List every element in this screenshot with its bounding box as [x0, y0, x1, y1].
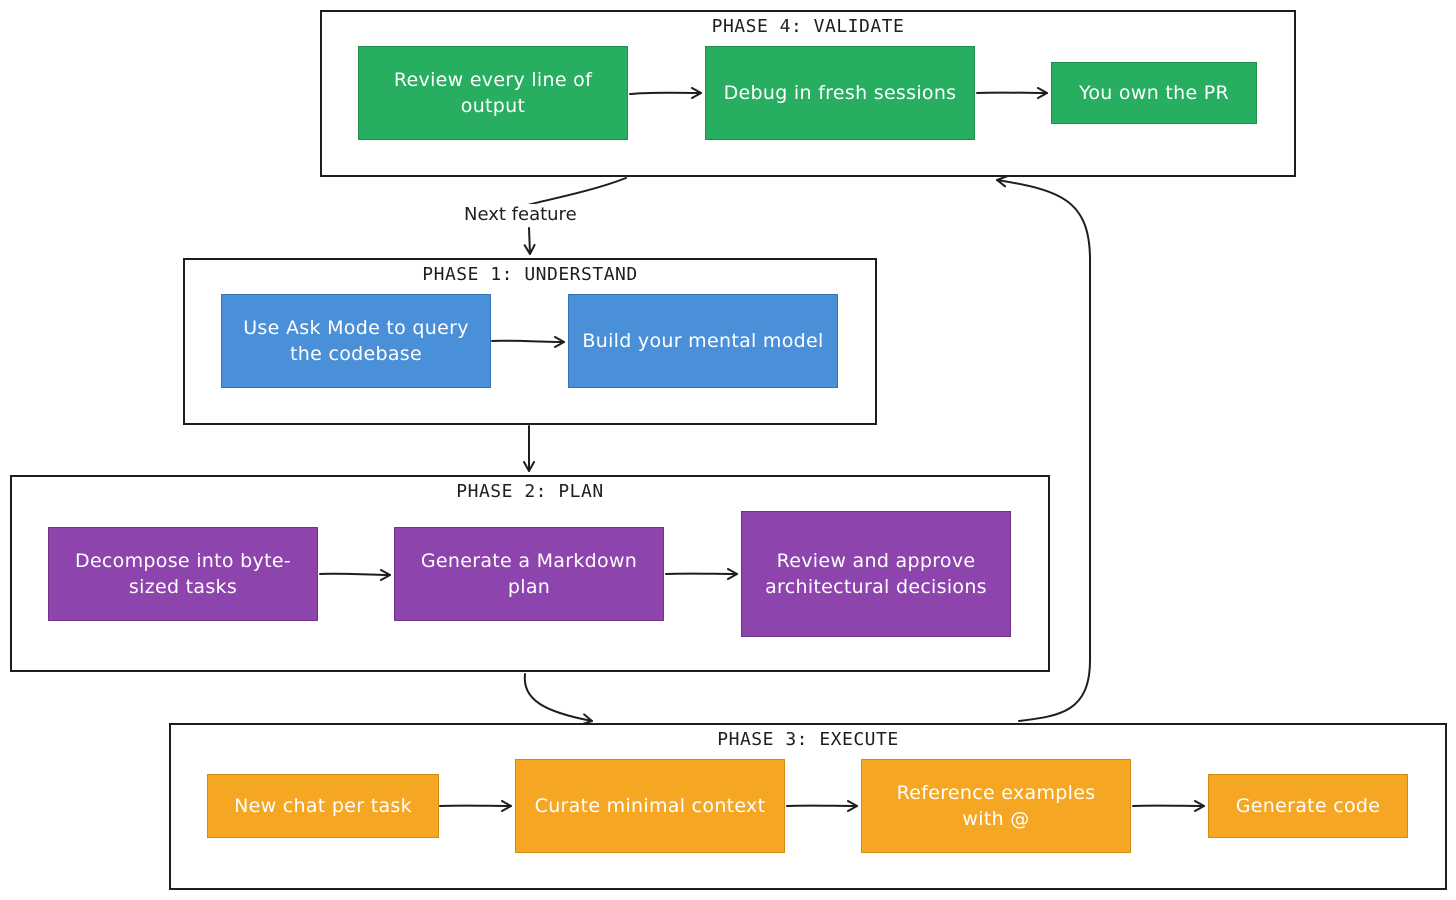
- node-build-mental-model[interactable]: Build your mental model: [568, 294, 838, 388]
- node-generate-markdown-plan[interactable]: Generate a Markdown plan: [394, 527, 664, 621]
- node-decompose-tasks[interactable]: Decompose into byte-sized tasks: [48, 527, 318, 621]
- phase-1-title: PHASE 1: UNDERSTAND: [422, 264, 638, 285]
- phase-4-title: PHASE 4: VALIDATE: [711, 16, 905, 37]
- phase-2-title: PHASE 2: PLAN: [456, 481, 604, 502]
- node-use-ask-mode[interactable]: Use Ask Mode to query the codebase: [221, 294, 491, 388]
- phase-3-execute-group: PHASE 3: EXECUTE: [169, 723, 1447, 890]
- node-review-every-line[interactable]: Review every line of output: [358, 46, 628, 140]
- node-you-own-the-pr[interactable]: You own the PR: [1051, 62, 1257, 124]
- edge-label-next-feature: Next feature: [460, 204, 581, 225]
- node-reference-examples[interactable]: Reference examples with @: [861, 759, 1131, 853]
- node-debug-fresh-sessions[interactable]: Debug in fresh sessions: [705, 46, 975, 140]
- phase-4-validate-group: PHASE 4: VALIDATE: [320, 10, 1296, 177]
- node-new-chat-per-task[interactable]: New chat per task: [207, 774, 439, 838]
- node-curate-minimal-context[interactable]: Curate minimal context: [515, 759, 785, 853]
- phase-3-title: PHASE 3: EXECUTE: [717, 729, 899, 750]
- node-generate-code[interactable]: Generate code: [1208, 774, 1408, 838]
- node-review-architectural-decisions[interactable]: Review and approve architectural decisio…: [741, 511, 1011, 637]
- arrow-plan-to-execute: [523, 673, 593, 726]
